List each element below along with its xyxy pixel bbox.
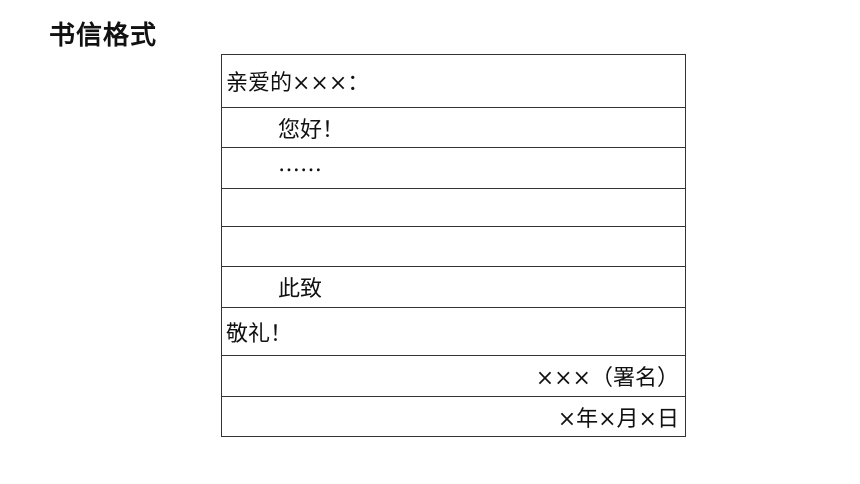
- letter-format-table: 亲爱的×××： 您好！ …… 此致 敬礼！ ×××（署名） ×年×月×日: [221, 54, 686, 437]
- letter-row-blank-1: [222, 189, 685, 227]
- letter-row-date: ×年×月×日: [222, 397, 685, 436]
- letter-row-signature: ×××（署名）: [222, 356, 685, 397]
- letter-row-closing-2: 敬礼！: [222, 308, 685, 356]
- letter-row-greeting: 亲爱的×××：: [222, 55, 685, 108]
- salutation-text: 您好！: [278, 117, 345, 143]
- body-text: ……: [278, 152, 322, 177]
- letter-row-body: ……: [222, 148, 685, 189]
- date-text: ×年×月×日: [557, 406, 679, 432]
- signature-text: ×××（署名）: [535, 366, 679, 391]
- letter-row-salutation: 您好！: [222, 108, 685, 148]
- page-title: 书信格式: [49, 21, 158, 51]
- greeting-text: 亲爱的×××：: [226, 71, 370, 96]
- letter-row-blank-2: [222, 227, 685, 267]
- closing-text-2: 敬礼！: [226, 321, 293, 347]
- letter-row-closing-1: 此致: [222, 267, 685, 308]
- closing-text-1: 此致: [278, 277, 323, 302]
